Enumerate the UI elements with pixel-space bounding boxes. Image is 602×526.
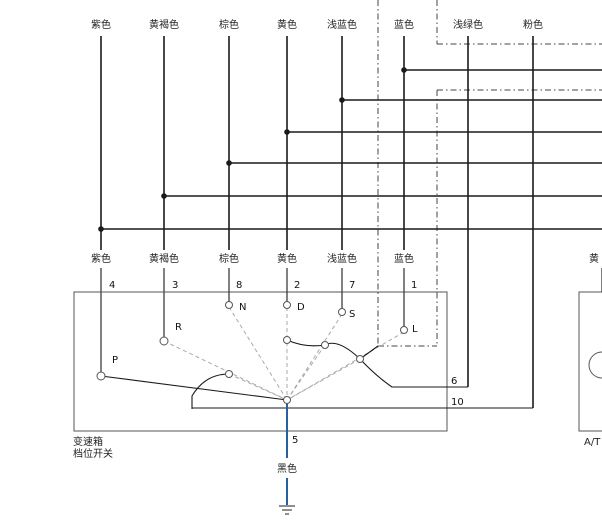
- pin-2: 2: [294, 280, 300, 291]
- contact-r: [159, 336, 169, 346]
- position-n: N: [239, 302, 246, 313]
- position-r: R: [175, 322, 182, 333]
- ground-wire-label: 黑色: [277, 462, 297, 475]
- right-cut-label: 黄: [589, 252, 599, 265]
- right-box-outline: [578, 291, 602, 432]
- junction-blue: [401, 67, 407, 73]
- lower-label-yellow: 黄色: [277, 252, 297, 265]
- junction-purple: [98, 226, 104, 232]
- gray-dash-d2: [286, 344, 326, 401]
- pin-7: 7: [349, 280, 355, 291]
- top-label-yellow: 黄色: [277, 18, 297, 31]
- right-component-circle: [588, 351, 602, 379]
- junction-brown: [226, 160, 232, 166]
- pin-8: 8: [236, 280, 242, 291]
- lower-wire-labels: 紫色 黄褐色 棕色 黄色 浅蓝色 蓝色 黄: [91, 252, 599, 265]
- pin-10: 10: [451, 397, 464, 408]
- top-wire-labels: 紫色 黄褐色 棕色 黄色 浅蓝色 蓝色 浅绿色 粉色: [91, 18, 543, 31]
- gray-dash-l: [286, 331, 405, 401]
- pin-3: 3: [172, 280, 178, 291]
- right-box-label: A/T: [584, 437, 601, 448]
- vertical-wires-upper: [100, 36, 534, 408]
- lower-label-purple: 紫色: [91, 252, 111, 265]
- top-label-brown: 棕色: [219, 18, 239, 31]
- top-label-tan: 黄褐色: [149, 18, 179, 31]
- contact-s: [338, 308, 346, 316]
- ground-circuit: 5 黑色: [277, 404, 298, 515]
- gray-dash-s2: [286, 358, 361, 401]
- ground-symbol-icon: [279, 505, 295, 515]
- junction-tan: [161, 193, 167, 199]
- gear-switch-box: [73, 291, 448, 432]
- right-partial-box: A/T: [578, 268, 602, 448]
- gray-dash-mid: [228, 373, 288, 401]
- switch-contacts: [96, 301, 408, 404]
- pin-numbers: 4 3 8 2 7 1: [109, 280, 417, 291]
- position-letters: P R N D S L: [112, 302, 418, 366]
- contact-center: [283, 396, 291, 404]
- top-label-pink: 粉色: [523, 18, 543, 31]
- contact-d: [283, 301, 291, 309]
- lower-label-tan: 黄褐色: [149, 252, 179, 265]
- contact-mid: [225, 370, 233, 378]
- lower-label-light-blue: 浅蓝色: [327, 252, 357, 265]
- wire-bridge-left: [191, 373, 230, 409]
- pin-6: 6: [451, 376, 457, 387]
- lower-label-brown: 棕色: [219, 252, 239, 265]
- lower-label-blue: 蓝色: [394, 252, 414, 265]
- junction-light-blue: [339, 97, 345, 103]
- junction-nodes: [98, 67, 407, 232]
- gray-dash-n: [228, 306, 288, 401]
- junction-yellow: [284, 129, 290, 135]
- contact-l: [400, 326, 408, 334]
- contact-d2: [283, 336, 291, 344]
- contact-p: [96, 371, 106, 381]
- position-d: D: [297, 302, 305, 313]
- top-label-purple: 紫色: [91, 18, 111, 31]
- pin-5: 5: [292, 435, 298, 446]
- switch-name-line2: 档位开关: [73, 447, 113, 460]
- top-label-blue: 蓝色: [394, 18, 414, 31]
- pin-4: 4: [109, 280, 115, 291]
- wire-p-to-center: [100, 375, 288, 401]
- contact-s2: [321, 341, 329, 349]
- top-label-light-green: 浅绿色: [453, 18, 483, 31]
- gray-dash-s: [286, 313, 343, 401]
- contact-n: [225, 301, 233, 309]
- dashed-enclosure: [377, 0, 602, 347]
- position-l: L: [412, 324, 418, 335]
- gray-dash-r: [163, 340, 288, 401]
- contact-l2: [356, 355, 364, 363]
- switch-internals: [100, 292, 533, 409]
- top-label-light-blue: 浅蓝色: [327, 18, 357, 31]
- position-s: S: [349, 309, 355, 320]
- horizontal-bus-wires: [101, 69, 602, 230]
- wire-arc-to-pin-6: [286, 339, 468, 388]
- pin-1: 1: [411, 280, 417, 291]
- switch-name-line1: 变速箱: [73, 435, 103, 448]
- vertical-wires-lower: [100, 268, 405, 376]
- position-p: P: [112, 355, 118, 366]
